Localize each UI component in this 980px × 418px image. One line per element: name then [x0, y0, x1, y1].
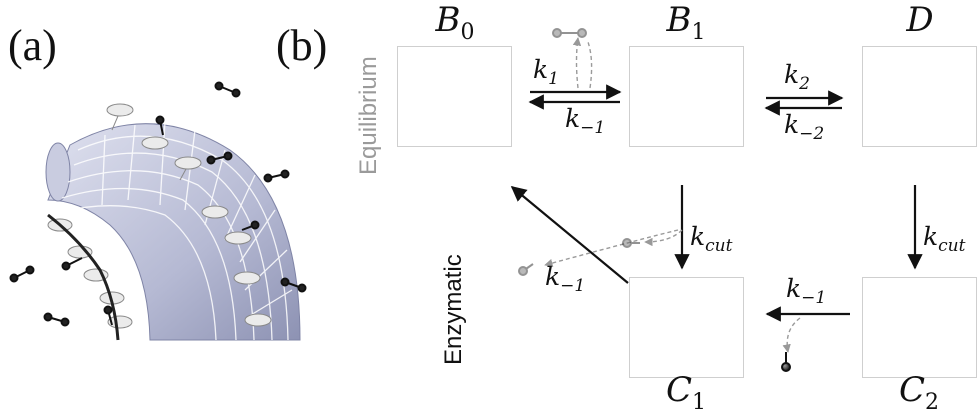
rate-k2: k2 [784, 60, 810, 94]
state-symbol: C [665, 370, 692, 410]
rate-k-minus-1-c2: k−1 [786, 274, 826, 308]
state-subscript: 0 [460, 19, 475, 45]
rate-subscript: −1 [801, 288, 827, 308]
panel-b-label: (b) [276, 21, 328, 70]
rate-subscript: −1 [560, 276, 586, 296]
rate-symbol: k [545, 262, 561, 291]
arrows-b [510, 84, 923, 322]
state-label-b0: B0 [425, 0, 485, 45]
state-symbol: D [906, 0, 934, 40]
rate-k-minus-1-c1: k−1 [545, 262, 585, 296]
rate-subscript: 1 [548, 69, 559, 89]
rate-subscript: cut [705, 236, 733, 256]
membrane-tube [45, 121, 301, 341]
free-ligands-b [518, 28, 791, 372]
state-box-c1 [629, 277, 744, 378]
panel-a-label: (a) [8, 21, 57, 70]
rate-subscript: 2 [799, 74, 810, 94]
state-symbol: B [666, 0, 692, 40]
rate-symbol: k [784, 60, 800, 89]
ligands-a [9, 81, 307, 327]
rate-k1: k1 [533, 55, 559, 89]
rate-subscript: −1 [580, 118, 606, 138]
rate-symbol: k [786, 274, 802, 303]
rate-kcut-d: kcut [923, 222, 965, 256]
enzymatic-label: Enzymatic [440, 254, 467, 365]
state-box-b1 [629, 46, 744, 147]
rate-subscript: −2 [799, 124, 825, 144]
state-subscript: 2 [925, 389, 939, 415]
ligand-release-paths [544, 37, 801, 353]
state-box-d [862, 46, 977, 147]
rate-symbol: k [565, 104, 581, 133]
state-label-b1: B1 [656, 0, 716, 45]
rate-symbol: k [690, 222, 706, 251]
rate-k-minus-2: k−2 [784, 110, 824, 144]
rate-subscript: cut [938, 236, 966, 256]
rate-kcut-b1: kcut [690, 222, 732, 256]
state-symbol: B [435, 0, 461, 40]
rate-symbol: k [533, 55, 549, 84]
state-box-c2 [862, 277, 977, 378]
rate-k-minus-1-equilibrium: k−1 [565, 104, 605, 138]
state-box-b0 [397, 46, 512, 147]
state-label-c1: C1 [656, 370, 716, 415]
state-label-c2: C2 [889, 370, 949, 415]
state-label-d: D [895, 0, 945, 40]
rate-symbol: k [923, 222, 939, 251]
rate-symbol: k [784, 110, 800, 139]
arrow-c1-to-b0 [510, 186, 629, 284]
receptors-a [47, 103, 272, 341]
state-subscript: 1 [692, 389, 706, 415]
equilibrium-label: Equilibrium [355, 56, 382, 175]
state-symbol: C [898, 370, 925, 410]
state-subscript: 1 [691, 19, 706, 45]
